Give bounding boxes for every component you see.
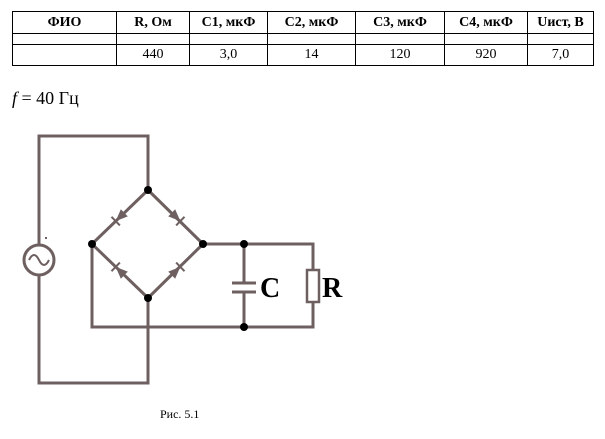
header-c1: C1, мкФ (189, 11, 268, 34)
table-spacer-row (12, 33, 594, 45)
wire-source-top (37, 134, 150, 245)
header-fio: ФИО (12, 11, 117, 34)
header-u: Uист, В (527, 11, 594, 34)
diode-upper-right (168, 209, 186, 227)
circuit-wires (37, 134, 315, 385)
header-c2: C2, мкФ (267, 11, 356, 34)
junction-right (199, 240, 207, 248)
diode-lower-left (110, 261, 128, 279)
value-c2: 14 (267, 44, 356, 66)
wire-output-bottom (90, 244, 315, 329)
table-row: 440 3,0 14 120 920 7,0 (12, 44, 594, 66)
wire-source-bottom (37, 275, 150, 385)
resistor-label: R (322, 273, 343, 304)
formula-value: = 40 Гц (21, 88, 79, 108)
table-header-row: ФИО R, Ом C1, мкФ C2, мкФ C3, мкФ C4, мк… (12, 11, 594, 34)
diode-upper-left (110, 209, 128, 227)
frequency-formula: f = 40 Гц (12, 88, 79, 109)
diode-lower-right (168, 261, 186, 279)
value-c3: 120 (355, 44, 445, 66)
junction-top (144, 186, 152, 194)
figure-caption: Рис. 5.1 (160, 407, 200, 421)
header-c4: C4, мкФ (444, 11, 528, 34)
junction-cap-bottom (240, 323, 248, 331)
junction-bottom (144, 294, 152, 302)
value-u: 7,0 (527, 44, 594, 66)
header-c3: C3, мкФ (355, 11, 445, 34)
capacitor-label: C (260, 273, 280, 304)
value-c4: 920 (444, 44, 528, 66)
wire-output-top (203, 242, 315, 270)
ac-source-wave-icon (28, 254, 50, 266)
ac-source-dot (45, 237, 47, 239)
formula-variable: f (12, 88, 18, 108)
junction-left (88, 240, 96, 248)
parameters-table: ФИО R, Ом C1, мкФ C2, мкФ C3, мкФ C4, мк… (12, 11, 594, 66)
value-r: 440 (116, 44, 190, 66)
value-c1: 3,0 (189, 44, 268, 66)
resistor (305, 268, 321, 304)
junction-cap-top (240, 240, 248, 248)
